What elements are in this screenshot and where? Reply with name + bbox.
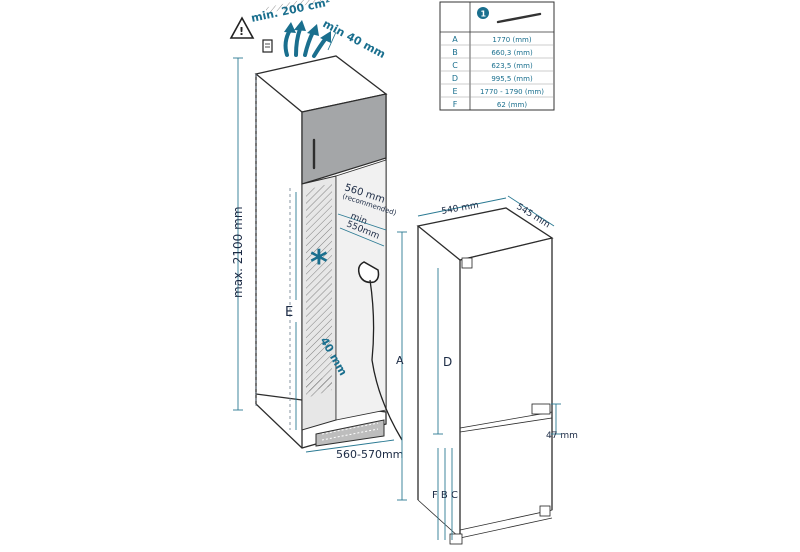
- fridge-outline: [416, 207, 554, 545]
- cabinet-height-label: max. 2100 mm: [231, 206, 245, 298]
- handle-icon: [496, 12, 542, 24]
- letter-e: E: [285, 305, 293, 320]
- cabinet-outline: [254, 0, 388, 449]
- row-key-d: D: [452, 74, 458, 83]
- letters-fbc: F B C: [432, 490, 458, 501]
- row-value-b: 660,3 (mm): [491, 49, 533, 57]
- airflow-arrows-icon: [283, 20, 331, 58]
- row-value-a: 1770 (mm): [492, 36, 531, 44]
- row-value-e: 1770 - 1790 (mm): [480, 88, 544, 96]
- fridge-dimensions: 540 mm 545 mm A D 47 mm F B C: [396, 195, 578, 540]
- row-key-f: F: [453, 100, 458, 109]
- warning-group: ! min. 200 cm² min 40 mm: [229, 0, 388, 61]
- row-value-c: 623,5 (mm): [491, 62, 533, 70]
- dimension-table: 1 A 1770 (mm) B 660,3 (mm) C 623,5 (mm) …: [439, 1, 555, 111]
- gap-label: 47 mm: [546, 431, 578, 441]
- cabinet-width-label: 560-570mm: [336, 448, 403, 461]
- row-key-e: E: [452, 87, 457, 96]
- warning-mark: !: [239, 25, 244, 38]
- row-key-c: C: [452, 61, 458, 70]
- header-badge-text: 1: [481, 10, 487, 19]
- letter-a: A: [396, 354, 404, 367]
- warning-triangle-icon: [229, 16, 255, 39]
- row-key-a: A: [452, 35, 458, 44]
- vent-grille: [315, 419, 385, 447]
- row-value-f: 62 (mm): [497, 101, 528, 109]
- freezer-star-icon: *: [310, 243, 328, 283]
- cabinet-top-door: [301, 93, 387, 185]
- row-value-d: 995,5 (mm): [491, 75, 533, 83]
- power-plug-icon: [357, 261, 403, 441]
- row-key-b: B: [452, 48, 458, 57]
- header-badge: [477, 7, 489, 19]
- manual-icon: [262, 39, 273, 53]
- letter-d: D: [443, 355, 452, 369]
